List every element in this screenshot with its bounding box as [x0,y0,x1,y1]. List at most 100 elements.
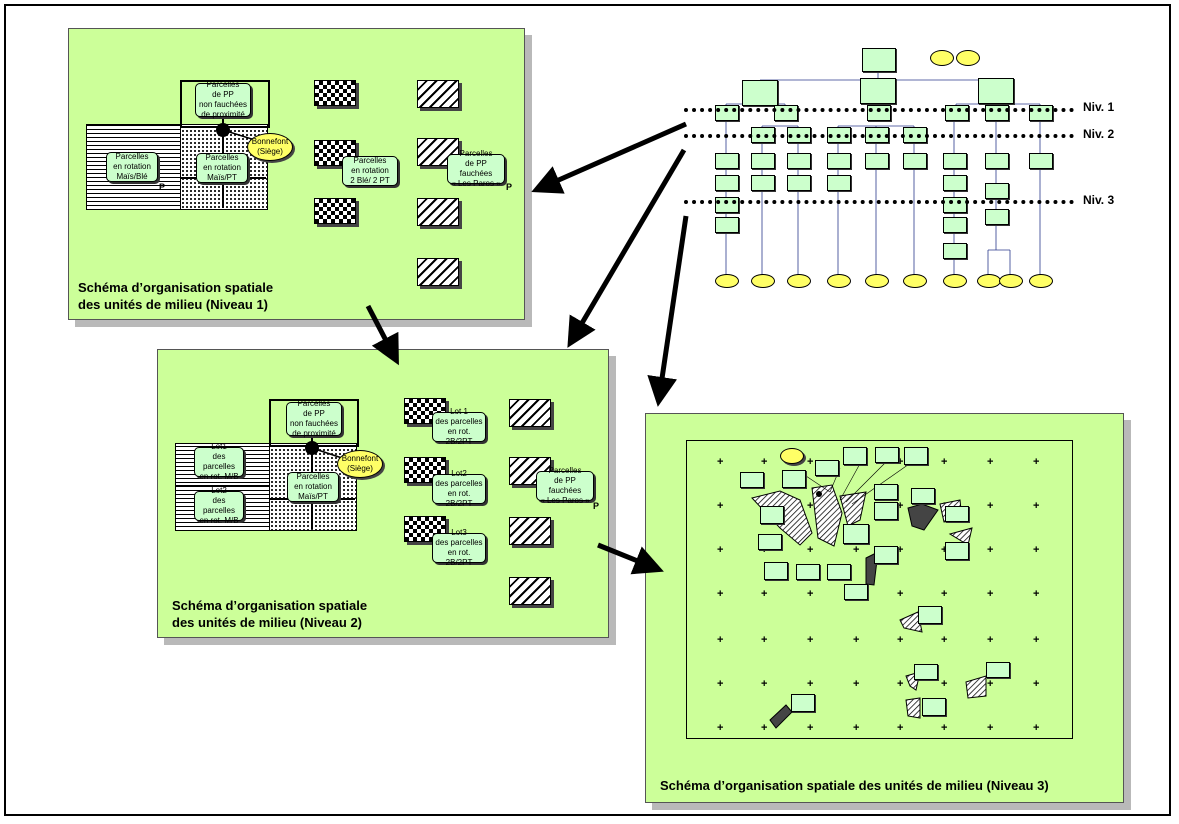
tree-site-oval [1029,274,1053,288]
grid-cross-icon: + [987,588,994,600]
map-siege-oval [780,448,804,464]
caption-level-1-line1: Schéma d’organisation spatiale [78,280,274,295]
tree-node [1029,153,1053,169]
map-parcel-box [874,502,898,520]
field-checkered [404,457,446,483]
grid-cross-icon: + [941,678,948,690]
map-parcel-box [914,664,938,680]
grid-cross-icon: + [941,588,948,600]
grid-cross-icon: + [941,545,947,556]
box-pp-fauchees: Parcelles de PP fauchées « Les Paros » [536,466,594,505]
box-lot2-mb: Lot2 des parcelles en rot. M/B [194,486,244,525]
grid-cross-icon: + [807,500,814,512]
grid-cross-icon: + [717,588,724,600]
box-rotation-mais-pt: Parcelles en rotation Maïs/PT [196,153,248,183]
grid-cross-icon: + [761,678,768,690]
field-hatched [509,399,551,427]
tree-site-oval [827,274,851,288]
box-rotation-mais-ble: Parcelles en rotation Maïs/Blé [106,152,158,182]
tree-site-oval [903,274,927,288]
tree-node [715,153,739,169]
map-parcel-box [764,562,788,580]
tree-node [827,153,851,169]
arrow-tree-to-level2 [567,148,687,348]
tree-node [715,217,739,233]
tree-site-oval [751,274,775,288]
grid-cross-icon: + [853,722,860,734]
map-parcel-box [740,472,764,488]
tree-node [860,78,896,104]
grid-cross-icon: + [897,544,904,556]
grid-cross-icon: + [717,500,724,512]
grid-cross-icon: + [987,544,994,556]
grid-cross-icon: + [853,544,860,556]
tree-site-oval [930,50,954,66]
tree-site-oval [715,274,739,288]
level-2-line [684,134,1074,138]
grid-cross-icon: + [717,722,724,734]
grid-cross-icon: + [897,456,904,468]
grid-cross-icon: + [987,456,994,468]
grid-cross-icon: + [897,588,904,600]
map-parcel-box [782,470,806,488]
grid-cross-icon: + [807,456,814,468]
grid-cross-icon: + [987,500,994,512]
tree-node [751,153,775,169]
field-hatched [509,577,551,605]
field-hatched [417,138,459,166]
map-parcel-box [758,534,782,550]
tree-node [865,153,889,169]
level-3-line [684,200,1074,204]
grid-cross-icon: + [761,634,768,646]
grid-cross-icon: + [807,588,814,600]
caption-level-3: Schéma d’organisation spatiale des unité… [660,778,1049,793]
grid-cross-icon: + [1033,500,1040,512]
grid-cross-icon: + [897,678,904,690]
grid-cross-icon: + [987,634,994,646]
arrow-tree-to-level1 [531,121,688,194]
map-parcel-box [760,506,784,524]
grid-cross-icon: + [987,678,994,690]
box-pp-proximite: Parcelles de PP non fauchées de proximit… [195,80,251,119]
map-parcel-box [875,447,899,463]
level-1-line [684,108,1074,112]
box-pp-fauchees: Parcelles de PP fauchées « Les Paros » [447,149,505,188]
grid-cross-icon: + [717,634,724,646]
field-hatched [417,198,459,226]
tree-node [742,80,778,106]
caption-level-2-line1: Schéma d’organisation spatiale [172,598,368,613]
tree-site-oval [956,50,980,66]
grid-cross-icon: + [1033,722,1040,734]
map-parcel-box [904,447,928,465]
field-hatched [509,517,551,545]
tree-node [787,175,811,191]
grid-cross-icon: + [717,456,724,468]
map-parcel-box [922,698,946,716]
grid-cross-icon: + [761,456,768,468]
caption-level-1-line2: des unités de milieu (Niveau 1) [78,297,268,312]
tree-node [943,175,967,191]
grid-cross-icon: + [941,456,948,468]
tree-node [715,175,739,191]
tree-node [985,209,1009,225]
box-pp-proximite: Parcelles de PP non fauchées de proximit… [286,399,342,438]
map-parcel-box [843,524,869,544]
grid-cross-icon: + [1033,678,1040,690]
field-hatched [417,80,459,108]
oval-siege: Bonnefont (Siège) [247,133,293,161]
grid-cross-icon: + [717,544,724,556]
grid-cross-icon: + [1033,634,1040,646]
map-parcel-box [874,484,898,500]
grid-cross-icon: + [941,722,948,734]
parking-mark: P [159,182,166,192]
level-3-label: Niv. 3 [1083,193,1115,207]
tree-site-oval [943,274,967,288]
parking-mark: P [506,182,513,192]
grid-cross-icon: + [807,544,814,556]
tree-node [751,175,775,191]
grid-cross-icon: + [717,678,724,690]
tree-node [985,153,1009,169]
map-parcel-box [986,662,1010,678]
grid-cross-icon: + [1033,456,1040,468]
